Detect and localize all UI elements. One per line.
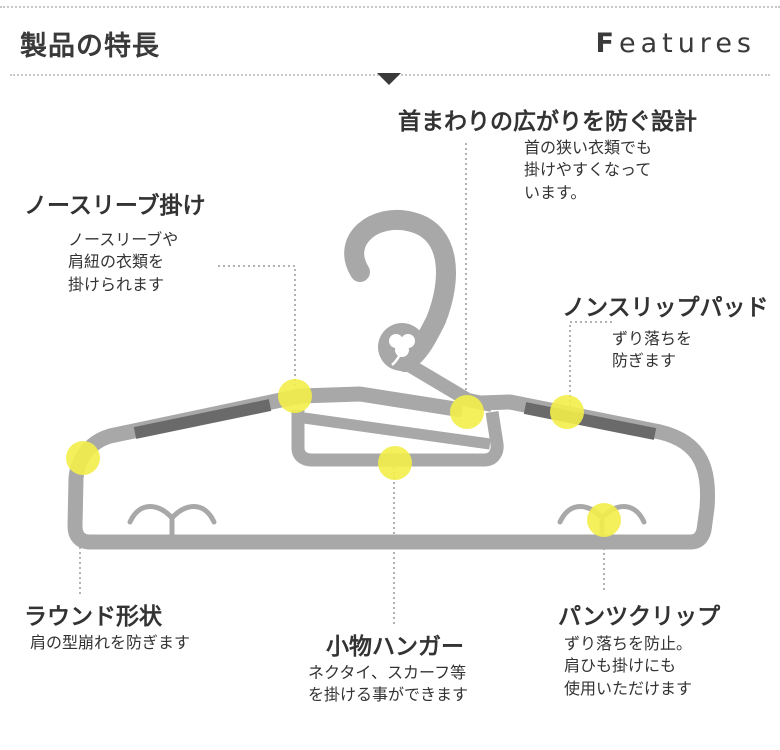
marker-nonslip: [550, 395, 584, 429]
feature-round-desc: 肩の型崩れを防ぎます: [30, 633, 191, 652]
clover-icon: [389, 334, 415, 366]
marker-neck: [450, 395, 484, 429]
feature-small-title: 小物ハンガー: [326, 634, 464, 660]
marker-round: [66, 441, 100, 475]
page-title: 製品の特長: [20, 31, 160, 62]
pad-right: [523, 402, 657, 440]
top-divider: [0, 6, 780, 8]
hook: [344, 210, 456, 372]
marker-small: [378, 446, 412, 480]
feature-clip-desc: ずり落ちを防止。 肩ひも掛けにも 使用いただけます: [564, 634, 693, 698]
feature-clip-title: パンツクリップ: [558, 604, 721, 630]
feature-small-desc: ネクタイ、スカーフ等 を掛ける事ができます: [308, 663, 469, 705]
highlight-markers: [66, 379, 621, 537]
feature-round-title: ラウンド形状: [24, 604, 162, 630]
feature-sleeveless-desc: ノースリーブや 肩紐の衣類を 掛けられます: [68, 230, 179, 294]
feature-nonslip-desc: ずり落ちを 防ぎます: [612, 329, 693, 371]
leader-sleeveless: [218, 265, 296, 390]
feature-nonslip-title: ノンスリップパッド: [562, 295, 769, 321]
down-arrow-icon: [377, 73, 401, 85]
features-heading-initial: F: [595, 28, 619, 59]
pad-left: [133, 399, 272, 439]
feature-sleeveless-title: ノースリーブ掛け: [24, 193, 206, 219]
leader-nonslip: [569, 321, 612, 407]
feature-neck-title: 首まわりの広がりを防ぐ設計: [398, 109, 697, 135]
features-heading: Features: [596, 28, 757, 59]
features-heading-rest: eatures: [618, 28, 756, 59]
marker-sleeveless: [278, 379, 312, 413]
accessory-bar-diagonal: [303, 412, 491, 450]
clip-left: [127, 504, 217, 537]
feature-neck-desc: 首の狭い衣類でも 掛けやすくなって います。: [524, 138, 653, 202]
marker-clip: [587, 503, 621, 537]
